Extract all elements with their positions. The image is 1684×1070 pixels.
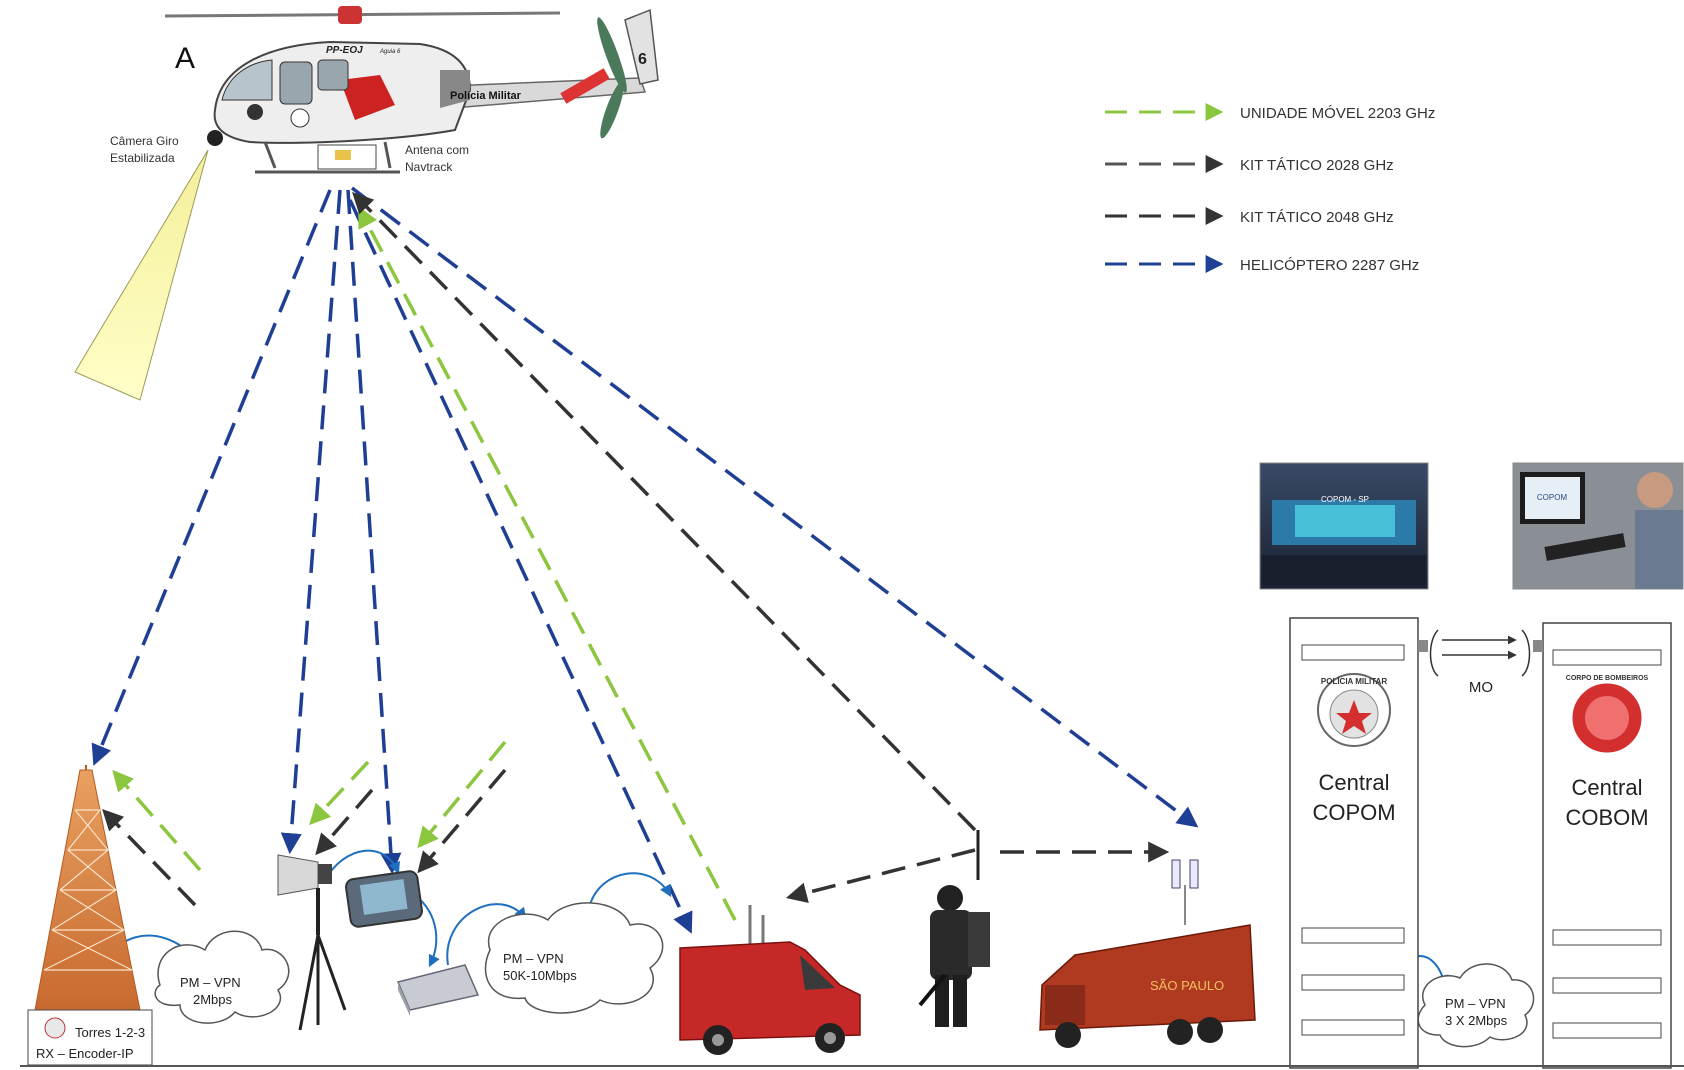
cobom-operator-photo: COPOM [1512,462,1684,590]
cloud-3-line1: PM – VPN [1445,996,1506,1011]
links [91,186,1199,934]
legend-label-2: KIT TÁTICO 2028 GHz [1240,157,1394,174]
legend: UNIDADE MÓVEL 2203 GHz KIT TÁTICO 2028 G… [1105,103,1435,274]
link-van-heli [358,206,737,921]
copom-room-photo: COPOM - SP [1259,462,1429,590]
copom-line2: COPOM [1312,800,1395,825]
command-truck: SÃO PAULO [1039,859,1256,1048]
link-dark-tower [102,808,197,907]
legend-label-3: KIT TÁTICO 2048 GHz [1240,209,1394,226]
legend-label-4: HELICÓPTERO 2287 GHz [1240,257,1419,274]
camera-label-2: Estabilizada [110,151,175,165]
modem-device [396,964,480,1016]
link-heli-tower [91,189,332,766]
link-dark-antenna [315,788,374,856]
tripod-antenna [277,854,347,1031]
cloud-1-line2: 2Mbps [193,992,233,1007]
cloud-1-line1: PM – VPN [180,975,241,990]
link-heli-receiver [346,189,402,875]
camera-label-1: Câmera Giro [110,134,179,148]
copom-line1: Central [1319,770,1390,795]
conn-antenna-receiver [324,849,400,881]
link-green-antenna [309,760,370,826]
link-green-receiver [417,740,507,849]
mo-label: MO [1469,679,1493,696]
cloud-3-line2: 3 X 2Mbps [1445,1013,1508,1028]
tower: Torres 1-2-3 RX – Encoder-IP [27,765,153,1066]
antenna-label-1: Antena com [405,143,469,157]
truck-text: SÃO PAULO [1150,978,1224,993]
link-heli-truck [350,186,1199,828]
copom-photo-screen: COPOM - SP [1321,495,1369,504]
cobom-photo-screen: COPOM [1537,493,1568,502]
mobile-van [679,905,861,1055]
link-soldier-van [785,848,976,904]
tower-label-2: RX – Encoder-IP [36,1046,134,1061]
heli-registration: PP-EOJ [326,45,363,56]
link-soldier-heli [352,191,977,832]
legend-label-1: UNIDADE MÓVEL 2203 GHz [1240,105,1435,122]
heli-name: Polícia Militar [450,90,522,102]
cobom-line1: Central [1572,775,1643,800]
link-dark-receiver [417,768,507,874]
conn-cloud-van [589,872,672,906]
tower-label-1: Torres 1-2-3 [75,1025,145,1040]
copom-seal-text: POLÍCIA MILITAR [1321,677,1387,686]
antenna-label-2: Navtrack [405,160,453,174]
conn-receiver-modem [414,894,440,968]
cobom-line2: COBOM [1565,805,1648,830]
receiver-device [345,870,423,928]
tactical-soldier [918,830,990,1027]
cloud-2: PM – VPN 50K-10Mbps [484,902,664,1014]
camera-beam [74,149,209,401]
cobom-seal-text: CORPO DE BOMBEIROS [1566,675,1649,682]
link-heli-van [348,199,693,934]
mo-link: MO [1418,629,1543,696]
heli-model: Aguia 6 [379,49,401,55]
link-heli-antenna [280,189,342,855]
heli-letter: A [175,42,195,75]
cloud-2-line1: PM – VPN [503,951,564,966]
central-copom: POLÍCIA MILITAR Central COPOM [1289,617,1419,1069]
link-green-tower [112,769,202,872]
cloud-2-line2: 50K-10Mbps [503,968,577,983]
central-cobom: CORPO DE BOMBEIROS Central COBOM [1542,622,1672,1069]
conn-modem-cloud [446,903,527,966]
cloud-3: PM – VPN 3 X 2Mbps [1417,963,1535,1048]
helicopter: 6 PP-EOJ Aguia 6 Polícia Militar A [164,6,659,174]
tail-number: 6 [638,51,647,68]
cloud-1: PM – VPN 2Mbps [154,930,290,1024]
